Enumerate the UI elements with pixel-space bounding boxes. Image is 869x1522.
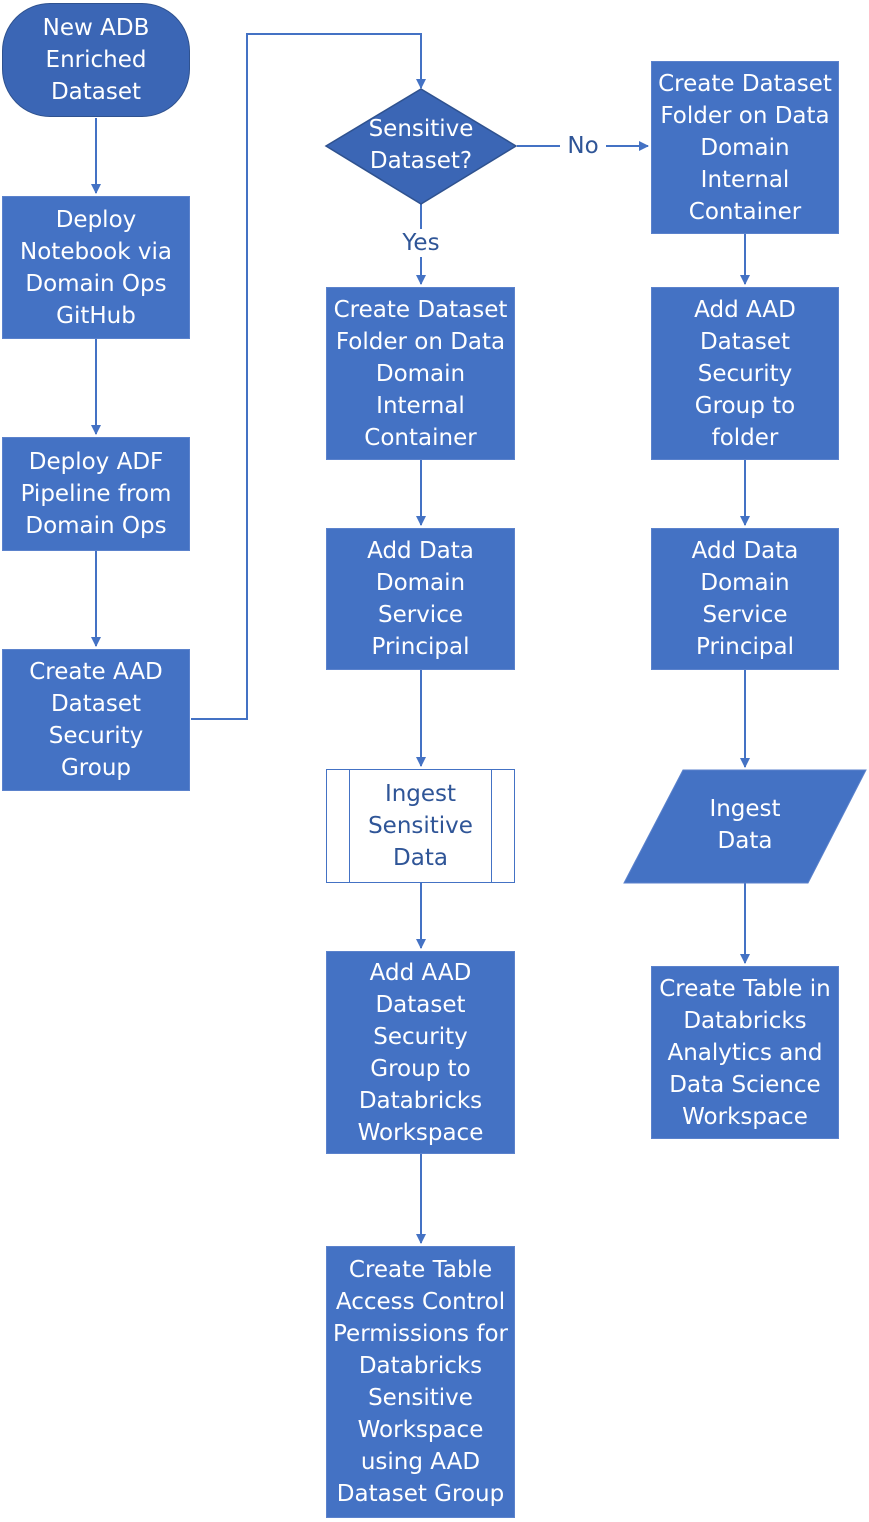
no-add-principal-step: Add Data Domain Service Principal bbox=[651, 528, 839, 670]
deploy-notebook-step: Deploy Notebook via Domain Ops GitHub bbox=[2, 196, 190, 339]
yes-create-folder-label: Create Dataset Folder on Data Domain Int… bbox=[333, 296, 508, 451]
yes-add-group-workspace-step: Add AAD Dataset Security Group to Databr… bbox=[326, 951, 515, 1154]
yes-create-table-acl-step: Create Table Access Control Permissions … bbox=[326, 1246, 515, 1518]
deploy-adf-label: Deploy ADF Pipeline from Domain Ops bbox=[20, 449, 172, 539]
decision-diamond bbox=[324, 88, 518, 205]
ingest-data-parallelogram bbox=[623, 769, 867, 884]
yes-add-principal-label: Add Data Domain Service Principal bbox=[367, 538, 474, 660]
deploy-notebook-label: Deploy Notebook via Domain Ops GitHub bbox=[20, 206, 172, 329]
no-add-group-folder-step: Add AAD Dataset Security Group to folder bbox=[651, 287, 839, 460]
start-label: New ADB Enriched Dataset bbox=[42, 15, 150, 105]
no-add-principal-label: Add Data Domain Service Principal bbox=[691, 538, 799, 660]
yes-create-folder-step: Create Dataset Folder on Data Domain Int… bbox=[326, 287, 515, 460]
start-terminal: New ADB Enriched Dataset bbox=[2, 3, 190, 117]
no-create-folder-label: Create Dataset Folder on Data Domain Int… bbox=[658, 70, 832, 225]
yes-create-table-acl-label: Create Table Access Control Permissions … bbox=[333, 1257, 508, 1507]
create-aad-group-step: Create AAD Dataset Security Group bbox=[2, 649, 190, 791]
no-create-folder-step: Create Dataset Folder on Data Domain Int… bbox=[651, 61, 839, 234]
deploy-adf-step: Deploy ADF Pipeline from Domain Ops bbox=[2, 437, 190, 551]
no-create-table-step: Create Table in Databricks Analytics and… bbox=[651, 966, 839, 1139]
no-add-group-folder-label: Add AAD Dataset Security Group to folder bbox=[694, 296, 796, 451]
no-create-table-label: Create Table in Databricks Analytics and… bbox=[659, 975, 831, 1130]
process-right-bar bbox=[491, 770, 492, 882]
edge-label-yes: Yes bbox=[396, 229, 446, 257]
ingest-sensitive-predefined-process: Ingest Sensitive Data bbox=[326, 769, 515, 883]
edge-label-no: No bbox=[560, 132, 606, 160]
create-aad-group-label: Create AAD Dataset Security Group bbox=[29, 659, 163, 781]
ingest-sensitive-label: Ingest Sensitive Data bbox=[368, 781, 473, 871]
no-ingest-label: Ingest Data bbox=[709, 796, 781, 854]
connector-aad-group-to-decision bbox=[191, 33, 426, 720]
yes-add-group-workspace-label: Add AAD Dataset Security Group to Databr… bbox=[357, 959, 484, 1146]
yes-add-principal-step: Add Data Domain Service Principal bbox=[326, 528, 515, 670]
process-left-bar bbox=[349, 770, 350, 882]
decision-label: Sensitive Dataset? bbox=[368, 116, 474, 174]
